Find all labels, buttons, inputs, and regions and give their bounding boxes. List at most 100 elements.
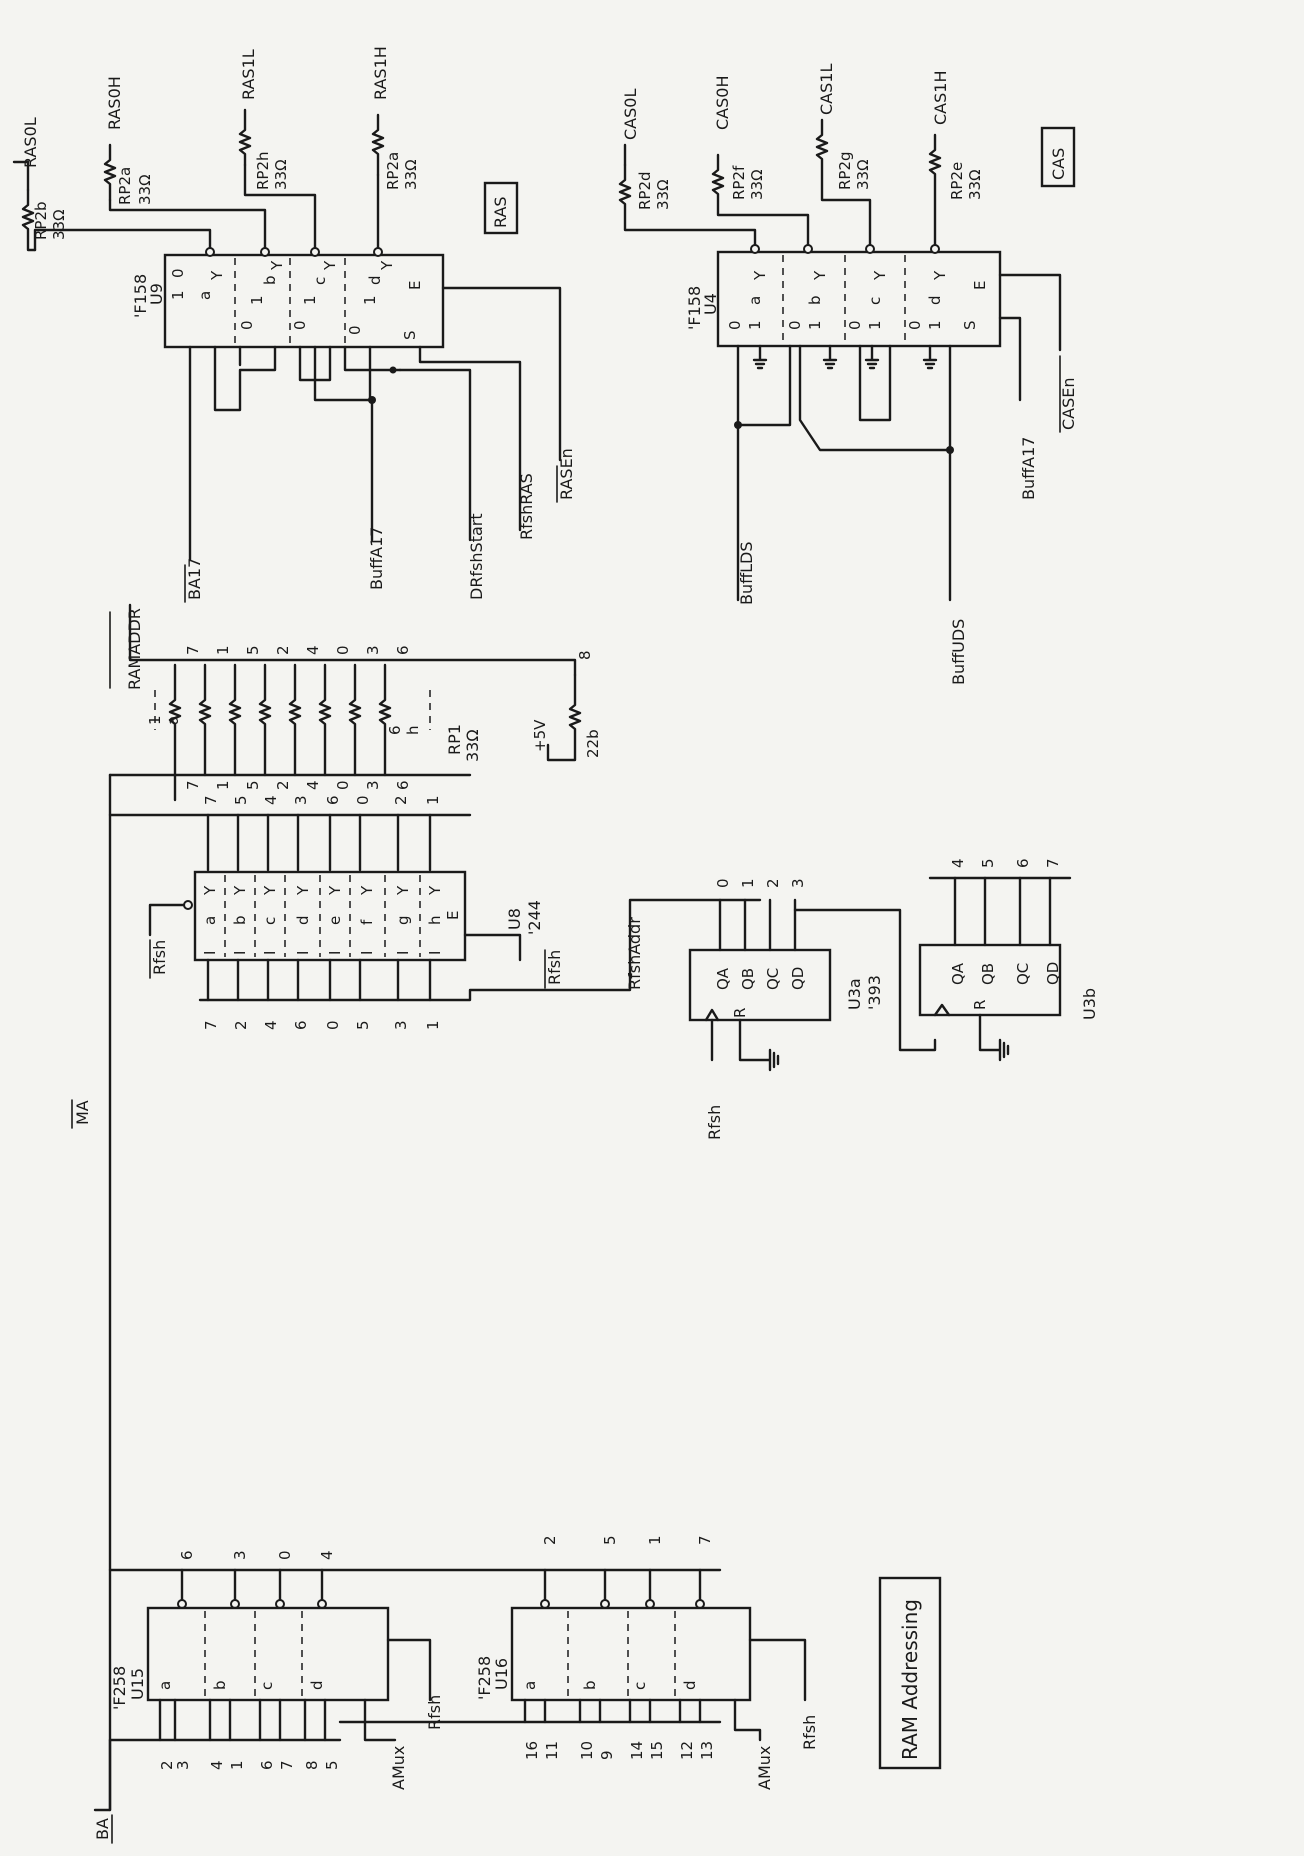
pin-i: I <box>394 951 412 955</box>
ras-resistor-ras1l: RAS1L RP2h 33Ω <box>238 49 290 190</box>
pin-label: 5 <box>244 645 262 655</box>
section-d: d <box>294 915 312 925</box>
u16-e-signal: Rfsh <box>800 1715 819 1750</box>
pin-i: I <box>201 951 219 955</box>
pin-label: 6 <box>1014 858 1032 868</box>
pin-0: 0 <box>726 320 744 330</box>
pin-0: 0 <box>906 320 924 330</box>
pin-label: 2 <box>764 878 782 888</box>
signal-rfshras: RfshRAS <box>517 473 536 540</box>
ras-box: RAS <box>483 181 519 235</box>
pin-label: 6 <box>258 1760 276 1770</box>
pin-label: 3 <box>789 878 807 888</box>
u15-e-signal: Rfsh <box>425 1695 444 1730</box>
pin-label: 3 <box>292 795 310 805</box>
section-b: b <box>261 275 279 285</box>
counter-clk: Rfsh <box>705 1105 724 1140</box>
output-qa: QA <box>949 962 967 985</box>
pin-label: 3 <box>231 1550 249 1560</box>
u8-chip-ref: U8 <box>505 908 524 930</box>
signal-drfshstart: DRfshStart <box>467 513 486 600</box>
output-qb: QB <box>979 963 997 985</box>
pin-label: 0 <box>334 645 352 655</box>
pin-label: 4 <box>318 1550 336 1560</box>
pin-label: 1 <box>424 795 442 805</box>
output-qc: QC <box>764 968 782 990</box>
pin-1: 1 <box>866 320 884 330</box>
value-label: 33Ω <box>402 159 420 190</box>
out-y: Y <box>394 885 412 896</box>
pin-label: 4 <box>262 1020 280 1030</box>
section-e: e <box>326 916 344 925</box>
pin-i: I <box>294 951 312 955</box>
bus-in-label: BA <box>93 1818 112 1840</box>
value-label: 33Ω <box>966 169 984 200</box>
pin-label: 7 <box>696 1535 714 1545</box>
pin-label: 0 <box>334 780 352 790</box>
pin-1: 1 <box>806 320 824 330</box>
output-qd: QD <box>789 967 807 990</box>
u8-buffer: 7 5 4 3 6 0 2 1 Rfsh Rfsh U8 '244 I a Y … <box>108 795 762 1030</box>
pin-label: 16 <box>523 1741 541 1760</box>
rp1-pack: RAMADDR 7 1 5 2 4 0 3 6 7 1 5 2 4 0 <box>108 603 602 1812</box>
pin-label: 6 <box>394 645 412 655</box>
pullup-ref: 22b <box>584 729 602 758</box>
mux-u15: 6 3 0 4 'F258 U15 a b c d 2 3 4 1 6 7 8 <box>93 1550 722 1812</box>
section-d: d <box>308 1680 326 1690</box>
pin-label: 7 <box>202 1020 220 1030</box>
section-c: c <box>866 297 884 305</box>
u8-innums: 7 2 4 6 0 5 3 1 <box>202 1020 442 1030</box>
pin-1: 1 <box>746 320 764 330</box>
pin-label: 0 <box>276 1550 294 1560</box>
u3a-type: '393 <box>865 975 884 1010</box>
u3b-ref: U3b <box>1080 988 1099 1020</box>
pin-label: 7 <box>1044 858 1062 868</box>
pin-label: 1 <box>228 1760 246 1770</box>
cas-resistor-cas0l: CAS0L RP2d 33Ω <box>618 89 757 247</box>
pin-i: I <box>231 951 249 955</box>
u8-oe-signal: Rfsh <box>150 940 169 975</box>
chip-type: 'F158 <box>131 274 150 318</box>
output-qb: QB <box>739 968 757 990</box>
u16-s-signal: AMux <box>755 1746 774 1790</box>
pin-0: 0 <box>846 320 864 330</box>
pin-i: I <box>426 951 444 955</box>
pin-label: 4 <box>304 645 322 655</box>
section-d: d <box>926 295 944 305</box>
ref-label: RP2a <box>116 167 134 205</box>
net-label: CAS0L <box>621 89 640 140</box>
net-label: RAS0H <box>105 76 124 130</box>
out-y: Y <box>231 885 249 896</box>
mux-u16: 2 5 1 7 'F258 U16 a b c d 16 11 10 9 14 … <box>338 1535 819 1790</box>
out-y: Y <box>751 270 769 281</box>
cas-resistor-cas0h: CAS0H RP2f 33Ω <box>711 76 810 247</box>
section-f: f <box>358 919 376 925</box>
section-a: a <box>201 916 219 925</box>
pin-number: a <box>164 716 182 725</box>
pin-label: 7 <box>184 645 202 655</box>
net-label: RAS1H <box>371 46 390 100</box>
out-y: Y <box>268 260 286 271</box>
pin-e: E <box>971 281 989 290</box>
section-b: b <box>211 1680 229 1690</box>
pin-label: 5 <box>354 1020 372 1030</box>
section-c: c <box>261 917 279 925</box>
pin-label: 2 <box>232 1020 250 1030</box>
value-label: 33Ω <box>272 159 290 190</box>
out-y: Y <box>261 885 279 896</box>
pin-label: 2 <box>541 1535 559 1545</box>
pin-label: 5 <box>232 795 250 805</box>
pin-label: 1 <box>739 878 757 888</box>
pin-label: 0 <box>324 1020 342 1030</box>
pin-0: 0 <box>238 320 256 330</box>
pin-label: 6 <box>394 780 412 790</box>
pin-number: h <box>404 725 422 735</box>
out-y: Y <box>326 885 344 896</box>
ma-bus-label: MA <box>73 1100 92 1125</box>
net-label: CAS0H <box>713 76 732 130</box>
pin-label: 12 <box>678 1741 696 1760</box>
pin-label: 10 <box>578 1741 596 1760</box>
ref-label: RP2h <box>254 151 272 190</box>
ref-label: RP2f <box>730 165 748 200</box>
section-a: a <box>156 1681 174 1690</box>
